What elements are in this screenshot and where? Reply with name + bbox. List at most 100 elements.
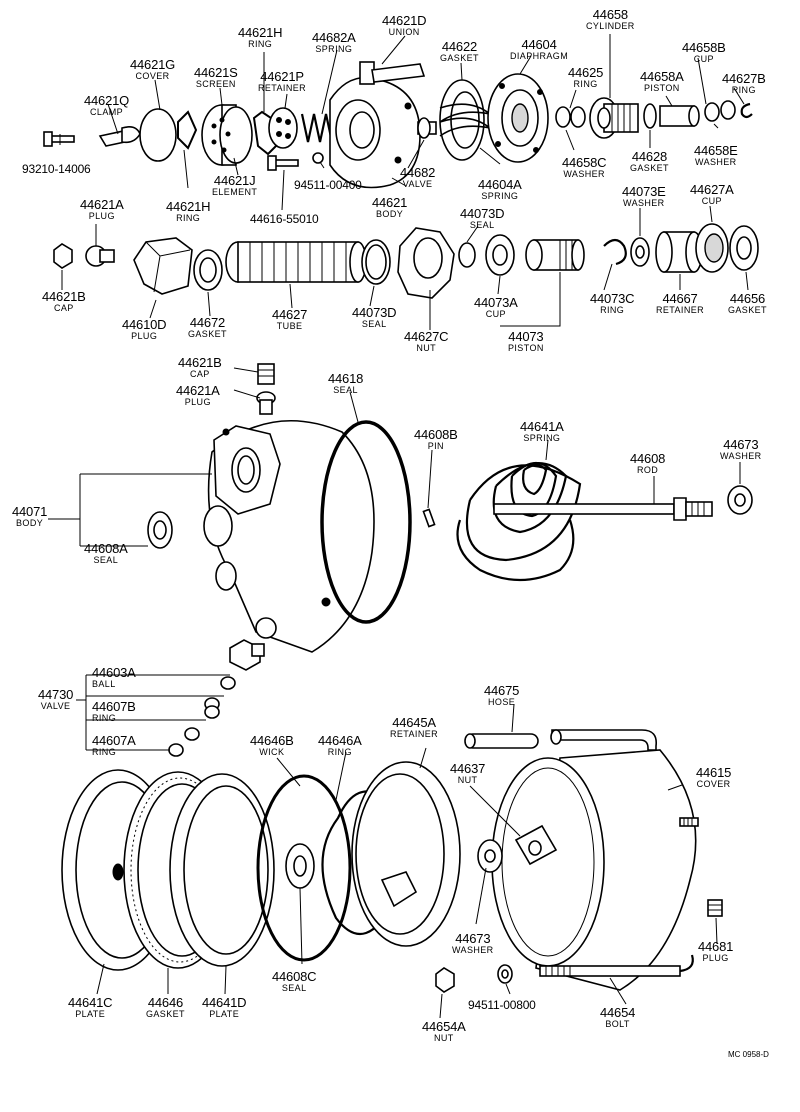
plug-44621a-mid (256, 391, 276, 415)
bolt-93210 (43, 131, 75, 147)
retainer-44621p (268, 107, 298, 149)
retainer-44667 (655, 231, 703, 273)
drawing-code: MC 0958-D (728, 1050, 769, 1059)
piston-44073 (525, 239, 585, 271)
washer-44073e (630, 237, 650, 267)
spring-44641a (456, 461, 582, 582)
seal-44073d-b (361, 239, 391, 285)
clamp-44621q (98, 126, 141, 147)
bolt-44654 (539, 954, 694, 977)
seal-44073d (458, 242, 476, 268)
diaphragm-44604 (487, 73, 549, 163)
seal-44608c (285, 843, 315, 889)
ring-44073c (603, 238, 627, 266)
screen-44621s (201, 104, 253, 166)
body-44621 (329, 61, 426, 189)
label-94511-bot: 94511-00800 (468, 998, 536, 1012)
bolt-44616 (267, 155, 299, 171)
plug-44621a (85, 245, 115, 267)
gasket-44622 (439, 79, 491, 161)
label-93210: 93210-14006 (22, 162, 91, 176)
washer-44673-bot (477, 839, 503, 873)
cap-44621b (53, 243, 73, 269)
valve-44730-parts (168, 639, 265, 757)
gasket-44656 (729, 225, 759, 271)
label-94511-top: 94511-00400 (294, 178, 362, 192)
wick-44646b (256, 774, 352, 962)
leader-lines (48, 34, 749, 1019)
nut-44627c (397, 227, 455, 299)
hose-44675 (464, 729, 658, 751)
plug-44681 (707, 899, 723, 917)
body-44071 (203, 419, 375, 653)
washer-94511 (497, 964, 513, 984)
valve-44682 (417, 117, 437, 139)
gasket-44672 (193, 249, 223, 291)
cover-44621g (139, 108, 177, 162)
cylinder-44658 (589, 97, 639, 139)
retainer-44645a (351, 761, 461, 947)
seal-44608a (147, 511, 173, 549)
nut-44637 (514, 824, 558, 866)
rod-44608 (493, 497, 713, 521)
seal-44618 (320, 420, 412, 624)
cover-44615 (491, 749, 699, 991)
pin-44608b (422, 508, 436, 528)
